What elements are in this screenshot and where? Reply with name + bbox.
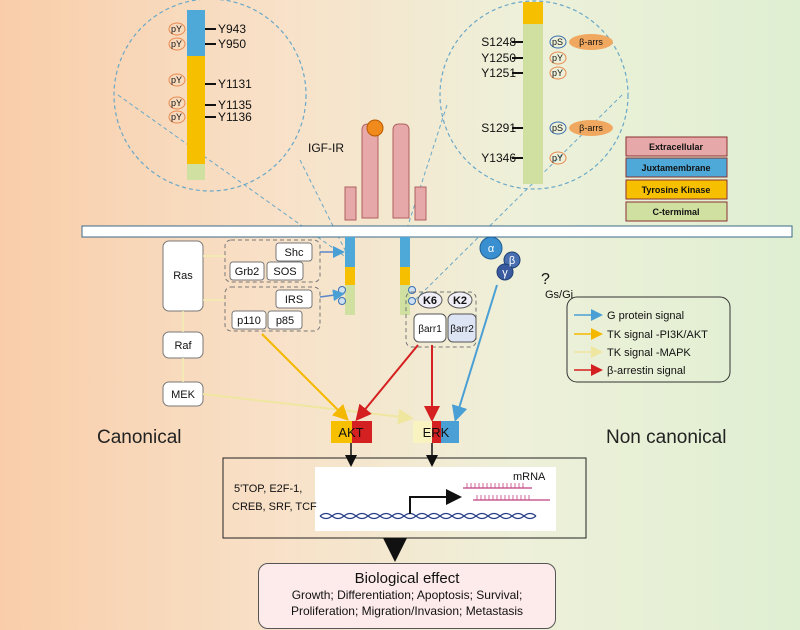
kinase-arrestin: K6 K2 βarr1 βarr2 <box>413 291 477 343</box>
site-y1135: Y1135 <box>218 98 252 112</box>
site-s1291: S1291 <box>481 121 516 135</box>
g-beta: β <box>509 255 515 267</box>
ras-label: Ras <box>173 270 193 282</box>
raf-label: Raf <box>174 340 192 352</box>
irs-label: IRS <box>285 294 303 306</box>
site-y1250: Y1250 <box>481 51 516 65</box>
pathway-arrows <box>182 246 498 425</box>
left-zoom-circle: pY pY pY pY pY Y943 Y950 Y1131 Y1135 Y11… <box>113 0 307 192</box>
beta-arrs-1: β-arrs <box>579 37 603 47</box>
legend-g-protein: G protein signal <box>607 310 684 322</box>
legend-juxtamembrane: Juxtamembrane <box>641 163 710 173</box>
p110-label: p110 <box>237 315 261 327</box>
g-protein: α β γ ? Gs/Gi <box>479 236 573 301</box>
mrna-label: mRNA <box>513 471 546 483</box>
left-py-2: pY <box>171 39 182 49</box>
legend-tyrosine-kinase: Tyrosine Kinase <box>642 185 711 195</box>
legend-c-terminal: C-termimal <box>652 207 699 217</box>
p85-label: p85 <box>276 315 294 327</box>
right-marker-5: pY <box>552 153 563 163</box>
canonical-label: Canonical <box>97 427 182 448</box>
signal-legend: G protein signal TK signal -PI3K/AKT TK … <box>566 296 731 383</box>
biological-effect-box: Biological effect Growth; Differentiatio… <box>258 563 556 629</box>
g-label: Gs/Gi <box>545 289 573 301</box>
biological-effect-line-1: Growth; Differentiation; Apoptosis; Surv… <box>291 588 523 602</box>
igf-ir-receptor: IGF-IR <box>308 119 427 221</box>
legend-extracellular: Extracellular <box>649 142 704 152</box>
site-y943: Y943 <box>218 22 246 36</box>
non-canonical-label: Non canonical <box>606 427 727 448</box>
right-marker-4: pS <box>552 123 563 133</box>
left-py-3: pY <box>171 75 182 85</box>
tf-line-2: CREB, SRF, TCF <box>232 501 317 513</box>
receptor-intracellular <box>338 237 416 315</box>
right-marker-2: pY <box>552 53 563 63</box>
legend-pi3k-akt: TK signal -PI3K/AKT <box>607 329 708 341</box>
erk-label: ERK <box>423 425 450 440</box>
site-y1136: Y1136 <box>218 110 252 124</box>
akt-label: AKT <box>338 425 363 440</box>
left-py-4: pY <box>171 98 182 108</box>
g-question: ? <box>541 271 550 288</box>
k6-label: K6 <box>423 295 437 307</box>
adaptor-boxes <box>162 240 313 407</box>
g-alpha: α <box>488 243 495 255</box>
site-y1251: Y1251 <box>481 66 516 80</box>
right-marker-1: pS <box>552 37 563 47</box>
dna-helix <box>319 512 537 520</box>
tf-line-1: 5'TOP, E2F-1, <box>234 483 302 495</box>
site-y1346: Y1346 <box>481 151 516 165</box>
site-y950: Y950 <box>218 37 246 51</box>
shc-label: Shc <box>285 247 304 259</box>
biological-effect-line-2: Proliferation; Migration/Invasion; Metas… <box>290 604 524 618</box>
transcription-arrow <box>409 489 462 514</box>
effector-boxes <box>331 421 459 443</box>
k2-label: K2 <box>453 295 467 307</box>
right-marker-3: pY <box>552 68 563 78</box>
biological-effect-title: Biological effect <box>354 570 460 587</box>
left-py-1: pY <box>171 24 182 34</box>
grb2-label: Grb2 <box>235 266 259 278</box>
site-s1248: S1248 <box>481 35 516 49</box>
left-py-5: pY <box>171 112 182 122</box>
site-y1131: Y1131 <box>218 77 252 91</box>
gene-panel <box>315 467 556 531</box>
sos-label: SOS <box>273 266 296 278</box>
right-zoom-circle: S1248 Y1250 Y1251 S1291 Y1346 pS pY pY p… <box>439 0 629 190</box>
legend-mapk: TK signal -MAPK <box>607 347 691 359</box>
barr2-label: βarr2 <box>450 324 474 335</box>
mek-label: MEK <box>171 389 196 401</box>
adaptor-groups <box>224 239 477 348</box>
receptor-name: IGF-IR <box>308 141 344 155</box>
g-gamma: γ <box>502 267 508 279</box>
domain-legend <box>625 136 728 222</box>
legend-beta-arrestin: β-arrestin signal <box>607 365 685 377</box>
mrna-strands <box>463 483 550 501</box>
barr1-label: βarr1 <box>418 324 442 335</box>
cell-membrane <box>81 225 793 238</box>
beta-arrs-2: β-arrs <box>579 123 603 133</box>
